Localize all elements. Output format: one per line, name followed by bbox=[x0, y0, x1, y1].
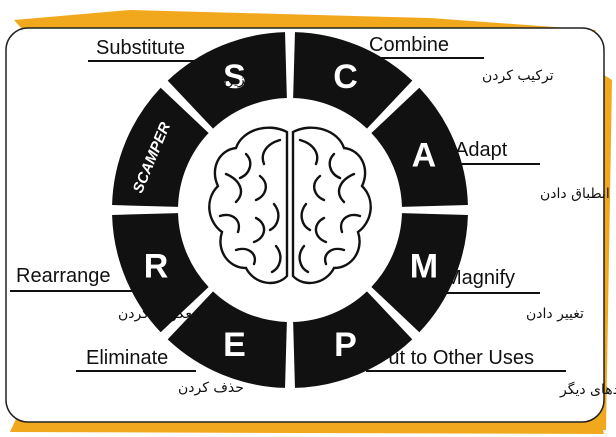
label-rearrange-fa: معکوس کردن bbox=[118, 306, 200, 322]
label-substitute-fa: جایگزین کردن bbox=[188, 71, 270, 88]
scamper-ring bbox=[112, 32, 468, 388]
label-substitute-en: Substitute bbox=[96, 37, 185, 59]
letter-m: M bbox=[410, 247, 438, 285]
ring-segment-e bbox=[167, 291, 287, 388]
label-eliminate-en: Eliminate bbox=[86, 347, 168, 369]
ring-segment-a bbox=[371, 87, 468, 207]
letter-a: A bbox=[412, 137, 437, 175]
label-substitute: Substitute جایگزین کردن bbox=[88, 37, 270, 88]
label-combine-en: Combine bbox=[369, 34, 449, 56]
label-rearrange: Rearrange معکوس کردن bbox=[10, 265, 200, 322]
ring-segment-m bbox=[371, 213, 468, 333]
letter-p: P bbox=[334, 326, 357, 364]
label-put-en: Put to Other Uses bbox=[375, 347, 534, 369]
label-magnify-en: Magnify bbox=[445, 267, 515, 289]
letter-e: E bbox=[223, 326, 246, 364]
ring-segment-c bbox=[293, 32, 413, 129]
brain-icon bbox=[208, 126, 372, 285]
ring-segment-r bbox=[112, 213, 209, 333]
label-eliminate: Eliminate حذف کردن bbox=[76, 347, 244, 396]
label-rearrange-en: Rearrange bbox=[16, 265, 111, 287]
letter-s: S bbox=[223, 58, 246, 96]
label-put-fa: استفاده برای کاربردهای دیگر bbox=[559, 381, 616, 398]
label-put-to-other-uses: Put to Other Uses استفاده برای کاربردهای… bbox=[366, 347, 616, 398]
label-adapt-en: Adapt bbox=[455, 139, 508, 161]
label-combine: Combine ترکیب کردن bbox=[360, 34, 554, 84]
letter-c: C bbox=[333, 58, 358, 96]
ring-segment-p bbox=[293, 291, 413, 388]
ring-segment-s bbox=[167, 32, 287, 129]
label-combine-fa: ترکیب کردن bbox=[482, 68, 554, 84]
label-adapt: Adapt انطباق دادن bbox=[448, 139, 610, 202]
letter-r: R bbox=[144, 247, 169, 285]
ring-segment-scamper bbox=[112, 87, 209, 207]
label-magnify-fa: تغییر دادن bbox=[526, 306, 584, 322]
label-eliminate-fa: حذف کردن bbox=[178, 380, 244, 396]
label-adapt-fa: انطباق دادن bbox=[540, 186, 610, 202]
segment-letters: C A M P E R S bbox=[144, 58, 438, 364]
label-magnify: Magnify تغییر دادن bbox=[426, 267, 584, 322]
